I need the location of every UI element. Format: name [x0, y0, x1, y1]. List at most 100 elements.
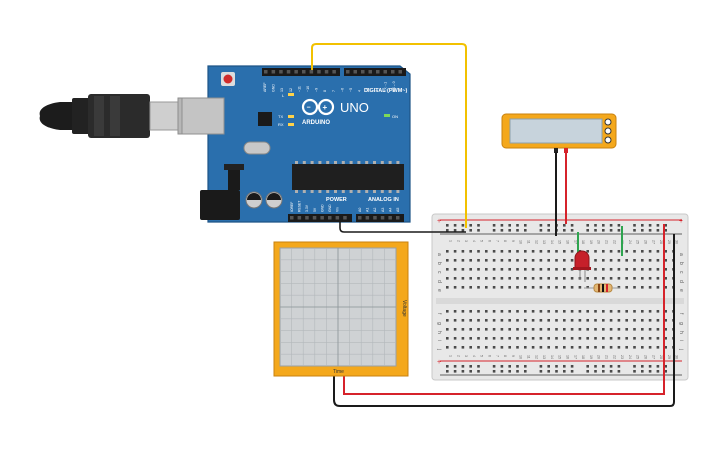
breadboard-hole[interactable] [547, 365, 550, 368]
breadboard-hole[interactable] [446, 286, 449, 289]
breadboard-hole[interactable] [578, 337, 582, 340]
breadboard-hole[interactable] [570, 328, 574, 331]
breadboard-hole[interactable] [656, 310, 660, 313]
breadboard-hole[interactable] [609, 310, 613, 313]
breadboard-hole[interactable] [500, 229, 504, 232]
breadboard-hole[interactable] [539, 229, 543, 232]
breadboard-hole[interactable] [664, 370, 667, 373]
breadboard-hole[interactable] [508, 328, 511, 331]
breadboard-hole[interactable] [664, 310, 667, 313]
breadboard-hole[interactable] [664, 346, 667, 349]
breadboard-hole[interactable] [633, 319, 636, 322]
breadboard-hole[interactable] [492, 224, 496, 227]
breadboard-hole[interactable] [570, 259, 574, 262]
wire-yellow[interactable] [311, 43, 467, 228]
breadboard-hole[interactable] [461, 370, 465, 373]
breadboard-hole[interactable] [656, 337, 660, 340]
breadboard-hole[interactable] [477, 277, 480, 280]
breadboard-hole[interactable] [524, 365, 527, 368]
breadboard-hole[interactable] [539, 277, 543, 280]
wire-black-arduino-gnd[interactable] [339, 222, 466, 233]
breadboard-hole[interactable] [469, 337, 472, 340]
breadboard-hole[interactable] [531, 337, 535, 340]
breadboard-hole[interactable] [453, 268, 457, 271]
breadboard-hole[interactable] [453, 310, 457, 313]
header-hole[interactable] [297, 216, 302, 220]
breadboard-hole[interactable] [469, 319, 472, 322]
breadboard-hole[interactable] [531, 319, 535, 322]
breadboard-hole[interactable] [625, 337, 628, 340]
breadboard-hole[interactable] [578, 346, 582, 349]
breadboard-hole[interactable] [508, 310, 511, 313]
breadboard-hole[interactable] [594, 319, 597, 322]
breadboard-hole[interactable] [602, 346, 605, 349]
breadboard-hole[interactable] [602, 319, 605, 322]
breadboard-hole[interactable] [648, 259, 652, 262]
breadboard-hole[interactable] [477, 319, 480, 322]
breadboard-hole[interactable] [500, 319, 504, 322]
wire-black-scope[interactable] [333, 234, 675, 407]
breadboard-hole[interactable] [516, 268, 519, 271]
breadboard-hole[interactable] [492, 337, 496, 340]
breadboard-hole[interactable] [446, 319, 449, 322]
breadboard-hole[interactable] [508, 365, 511, 368]
breadboard-hole[interactable] [547, 268, 550, 271]
breadboard-hole[interactable] [555, 370, 558, 373]
breadboard-hole[interactable] [539, 250, 543, 253]
breadboard-hole[interactable] [656, 346, 660, 349]
breadboard-hole[interactable] [602, 370, 605, 373]
breadboard-hole[interactable] [477, 310, 480, 313]
breadboard-hole[interactable] [641, 268, 644, 271]
breadboard-hole[interactable] [485, 346, 488, 349]
breadboard-hole[interactable] [609, 229, 613, 232]
breadboard-hole[interactable] [469, 370, 472, 373]
breadboard-hole[interactable] [555, 310, 558, 313]
header-hole[interactable] [391, 70, 395, 74]
breadboard-hole[interactable] [656, 268, 660, 271]
breadboard-hole[interactable] [539, 328, 543, 331]
breadboard-hole[interactable] [485, 337, 488, 340]
breadboard-hole[interactable] [617, 229, 621, 232]
breadboard-hole[interactable] [524, 337, 527, 340]
breadboard-hole[interactable] [492, 259, 496, 262]
breadboard-hole[interactable] [516, 224, 519, 227]
breadboard-hole[interactable] [586, 310, 589, 313]
breadboard-hole[interactable] [648, 365, 652, 368]
breadboard-hole[interactable] [570, 337, 574, 340]
breadboard-hole[interactable] [656, 224, 660, 227]
breadboard-hole[interactable] [570, 250, 574, 253]
breadboard-hole[interactable] [453, 229, 457, 232]
breadboard-hole[interactable] [648, 319, 652, 322]
breadboard-hole[interactable] [664, 337, 667, 340]
breadboard-hole[interactable] [563, 365, 566, 368]
breadboard-hole[interactable] [485, 259, 488, 262]
breadboard-hole[interactable] [446, 310, 449, 313]
breadboard-hole[interactable] [547, 286, 550, 289]
breadboard-hole[interactable] [625, 319, 628, 322]
breadboard-hole[interactable] [531, 328, 535, 331]
breadboard-hole[interactable] [547, 337, 550, 340]
breadboard-hole[interactable] [617, 365, 621, 368]
breadboard-hole[interactable] [664, 268, 667, 271]
breadboard-hole[interactable] [516, 259, 519, 262]
breadboard-hole[interactable] [656, 259, 660, 262]
breadboard-hole[interactable] [500, 286, 504, 289]
breadboard-hole[interactable] [524, 277, 527, 280]
breadboard-hole[interactable] [531, 286, 535, 289]
breadboard-hole[interactable] [516, 328, 519, 331]
breadboard-hole[interactable] [563, 370, 566, 373]
breadboard-hole[interactable] [586, 224, 589, 227]
breadboard-hole[interactable] [469, 268, 472, 271]
breadboard-hole[interactable] [461, 365, 465, 368]
breadboard-hole[interactable] [641, 224, 644, 227]
breadboard-hole[interactable] [485, 250, 488, 253]
breadboard-hole[interactable] [508, 250, 511, 253]
breadboard-hole[interactable] [633, 337, 636, 340]
header-hole[interactable] [388, 216, 392, 220]
breadboard-hole[interactable] [586, 346, 589, 349]
breadboard-hole[interactable] [633, 229, 636, 232]
breadboard-hole[interactable] [656, 277, 660, 280]
breadboard-hole[interactable] [641, 250, 644, 253]
breadboard-hole[interactable] [563, 346, 566, 349]
breadboard-hole[interactable] [633, 224, 636, 227]
